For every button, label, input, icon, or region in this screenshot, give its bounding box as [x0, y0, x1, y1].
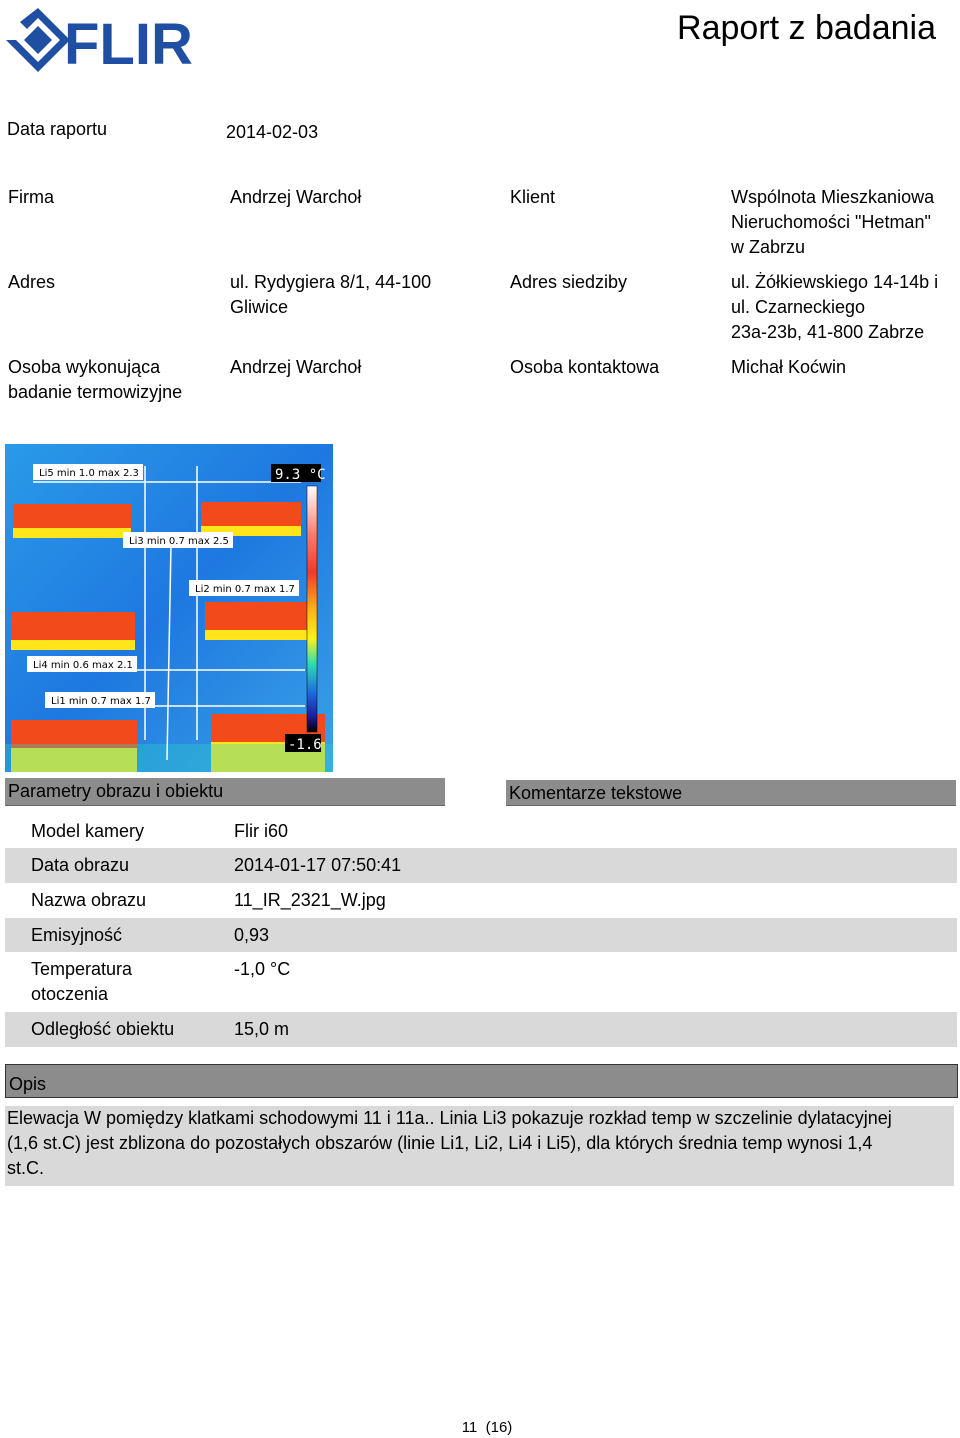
osoba-label-line: badanie termowizyjne	[8, 382, 183, 402]
flir-logo: FLIR	[4, 6, 196, 77]
klient-value-line: Nieruchomości "Hetman"	[731, 212, 931, 232]
report-date-value: 2014-02-03	[226, 122, 319, 142]
page-total: (16)	[485, 1419, 513, 1436]
klient-value-line: w Zabrzu	[731, 237, 806, 257]
siedziba-value-line: ul. Czarneckiego	[731, 297, 866, 317]
firma-value: Andrzej Warchoł	[230, 187, 362, 207]
thermal-line-label: Li1 min 0.7 max 1.7	[51, 696, 151, 707]
klient-value-line: Wspólnota Mieszkaniowa	[731, 187, 935, 207]
opis-text-line: (1,6 st.C) jest zblizona do pozostałych …	[7, 1133, 873, 1153]
param-row: Emisyjność 0,93	[5, 918, 957, 952]
param-label: Model kamery	[31, 821, 145, 841]
params-section-header: Parametry obrazu i obiektu	[5, 778, 445, 806]
param-label: Nazwa obrazu	[31, 890, 147, 910]
adres-value-line: Gliwice	[230, 297, 289, 317]
adres-value: ul. Rydygiera 8/1, 44-100 Gliwice	[230, 270, 431, 320]
param-row: Nazwa obrazu 11_IR_2321_W.jpg	[5, 883, 957, 918]
param-label: Data obrazu	[31, 855, 130, 875]
kontakt-value: Michał Koćwin	[731, 357, 847, 377]
klient-value: Wspólnota Mieszkaniowa Nieruchomości "He…	[731, 185, 934, 260]
siedziba-value-line: 23a-23b, 41-800 Zabrze	[731, 322, 925, 342]
klient-label: Klient	[510, 187, 556, 207]
kontakt-label: Osoba kontaktowa	[510, 357, 660, 377]
osoba-label: Osoba wykonująca badanie termowizyjne	[8, 355, 182, 405]
param-value: Flir i60	[234, 821, 289, 841]
siedziba-value: ul. Żółkiewskiego 14-14b i ul. Czarnecki…	[731, 270, 938, 345]
flir-logo-graphic: FLIR	[6, 8, 193, 77]
param-value: -1,0 °C	[234, 959, 291, 979]
siedziba-value-line: ul. Żółkiewskiego 14-14b i	[731, 272, 939, 292]
thermal-min-label: -1.6	[288, 737, 322, 753]
report-date-label: Data raportu	[7, 119, 108, 139]
thermal-max-label: 9.3 °C	[275, 467, 326, 483]
thermal-line-label: Li5 min 1.0 max 2.3	[39, 468, 139, 479]
adres-label: Adres	[8, 272, 56, 292]
thermal-line-label: Li2 min 0.7 max 1.7	[195, 584, 295, 595]
siedziba-label: Adres siedziby	[510, 272, 628, 292]
opis-text-line: Elewacja W pomiędzy klatkami schodowymi …	[7, 1108, 892, 1128]
param-label: Emisyjność	[31, 925, 123, 945]
thermal-line-label: Li4 min 0.6 max 2.1	[33, 660, 133, 671]
param-label: Temperatura otoczenia	[31, 957, 132, 1007]
thermal-image: Li5 min 1.0 max 2.3 Li3 min 0.7 max 2.5 …	[5, 444, 333, 772]
param-row: Data obrazu 2014-01-17 07:50:41	[5, 848, 957, 883]
param-label-line: Temperatura	[31, 959, 133, 979]
param-value: 15,0 m	[234, 1019, 290, 1039]
param-label: Odległość obiektu	[31, 1019, 175, 1039]
page-current: 11	[461, 1419, 478, 1436]
param-row: Model kamery Flir i60	[5, 814, 957, 848]
opis-section-header: Opis	[5, 1064, 958, 1098]
thermal-line-label: Li3 min 0.7 max 2.5	[129, 536, 229, 547]
osoba-value: Andrzej Warchoł	[230, 357, 362, 377]
param-row: Odległość obiektu 15,0 m	[5, 1012, 957, 1047]
osoba-label-line: Osoba wykonująca	[8, 357, 161, 377]
opis-text-line: st.C.	[7, 1158, 45, 1178]
firma-label: Firma	[8, 187, 54, 207]
param-value: 11_IR_2321_W.jpg	[234, 890, 386, 910]
adres-value-line: ul. Rydygiera 8/1, 44-100	[230, 272, 432, 292]
thermal-image-graphic: Li5 min 1.0 max 2.3 Li3 min 0.7 max 2.5 …	[5, 444, 333, 772]
param-label-line: otoczenia	[31, 984, 109, 1004]
opis-text: Elewacja W pomiędzy klatkami schodowymi …	[5, 1106, 954, 1186]
page-number: 11 (16)	[0, 1418, 960, 1438]
param-row: Temperatura otoczenia -1,0 °C	[5, 952, 957, 1012]
report-title: Raport z badania	[677, 9, 936, 47]
logo-text: FLIR	[64, 12, 193, 76]
param-value: 2014-01-17 07:50:41	[234, 855, 402, 875]
comments-section-header: Komentarze tekstowe	[506, 780, 956, 806]
param-value: 0,93	[234, 925, 270, 945]
